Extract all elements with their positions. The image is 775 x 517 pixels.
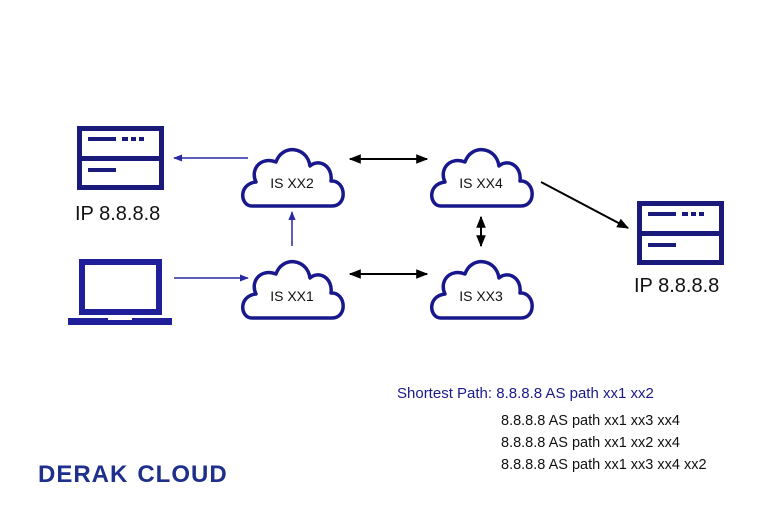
- alt-path-3: 8.8.8.8 AS path xx1 xx3 xx4 xx2: [501, 457, 707, 473]
- cloud-label-xx3: IS XX3: [459, 288, 503, 304]
- left-server-ip-label: IP 8.8.8.8: [75, 203, 161, 225]
- shortest-path-text: Shortest Path: 8.8.8.8 AS path xx1 xx2: [397, 385, 654, 402]
- cloud-label-xx4: IS XX4: [459, 175, 503, 191]
- alt-path-2: 8.8.8.8 AS path xx1 xx2 xx4: [501, 435, 680, 451]
- arrow-xx4-to-server: [540, 181, 630, 229]
- laptop-icon: [68, 259, 172, 325]
- server-icon: [77, 126, 164, 190]
- cloud-label-xx1: IS XX1: [270, 288, 314, 304]
- derakcloud-logo: DERAK CLOUD: [38, 461, 228, 489]
- logo-text-part1: DERAK: [38, 461, 129, 488]
- server-icon: [637, 201, 724, 265]
- right-server-ip-label: IP 8.8.8.8: [634, 275, 720, 297]
- cloud-label-xx2: IS XX2: [270, 175, 314, 191]
- alt-path-1: 8.8.8.8 AS path xx1 xx3 xx4: [501, 413, 680, 429]
- logo-text-part2: CLOUD: [137, 461, 228, 488]
